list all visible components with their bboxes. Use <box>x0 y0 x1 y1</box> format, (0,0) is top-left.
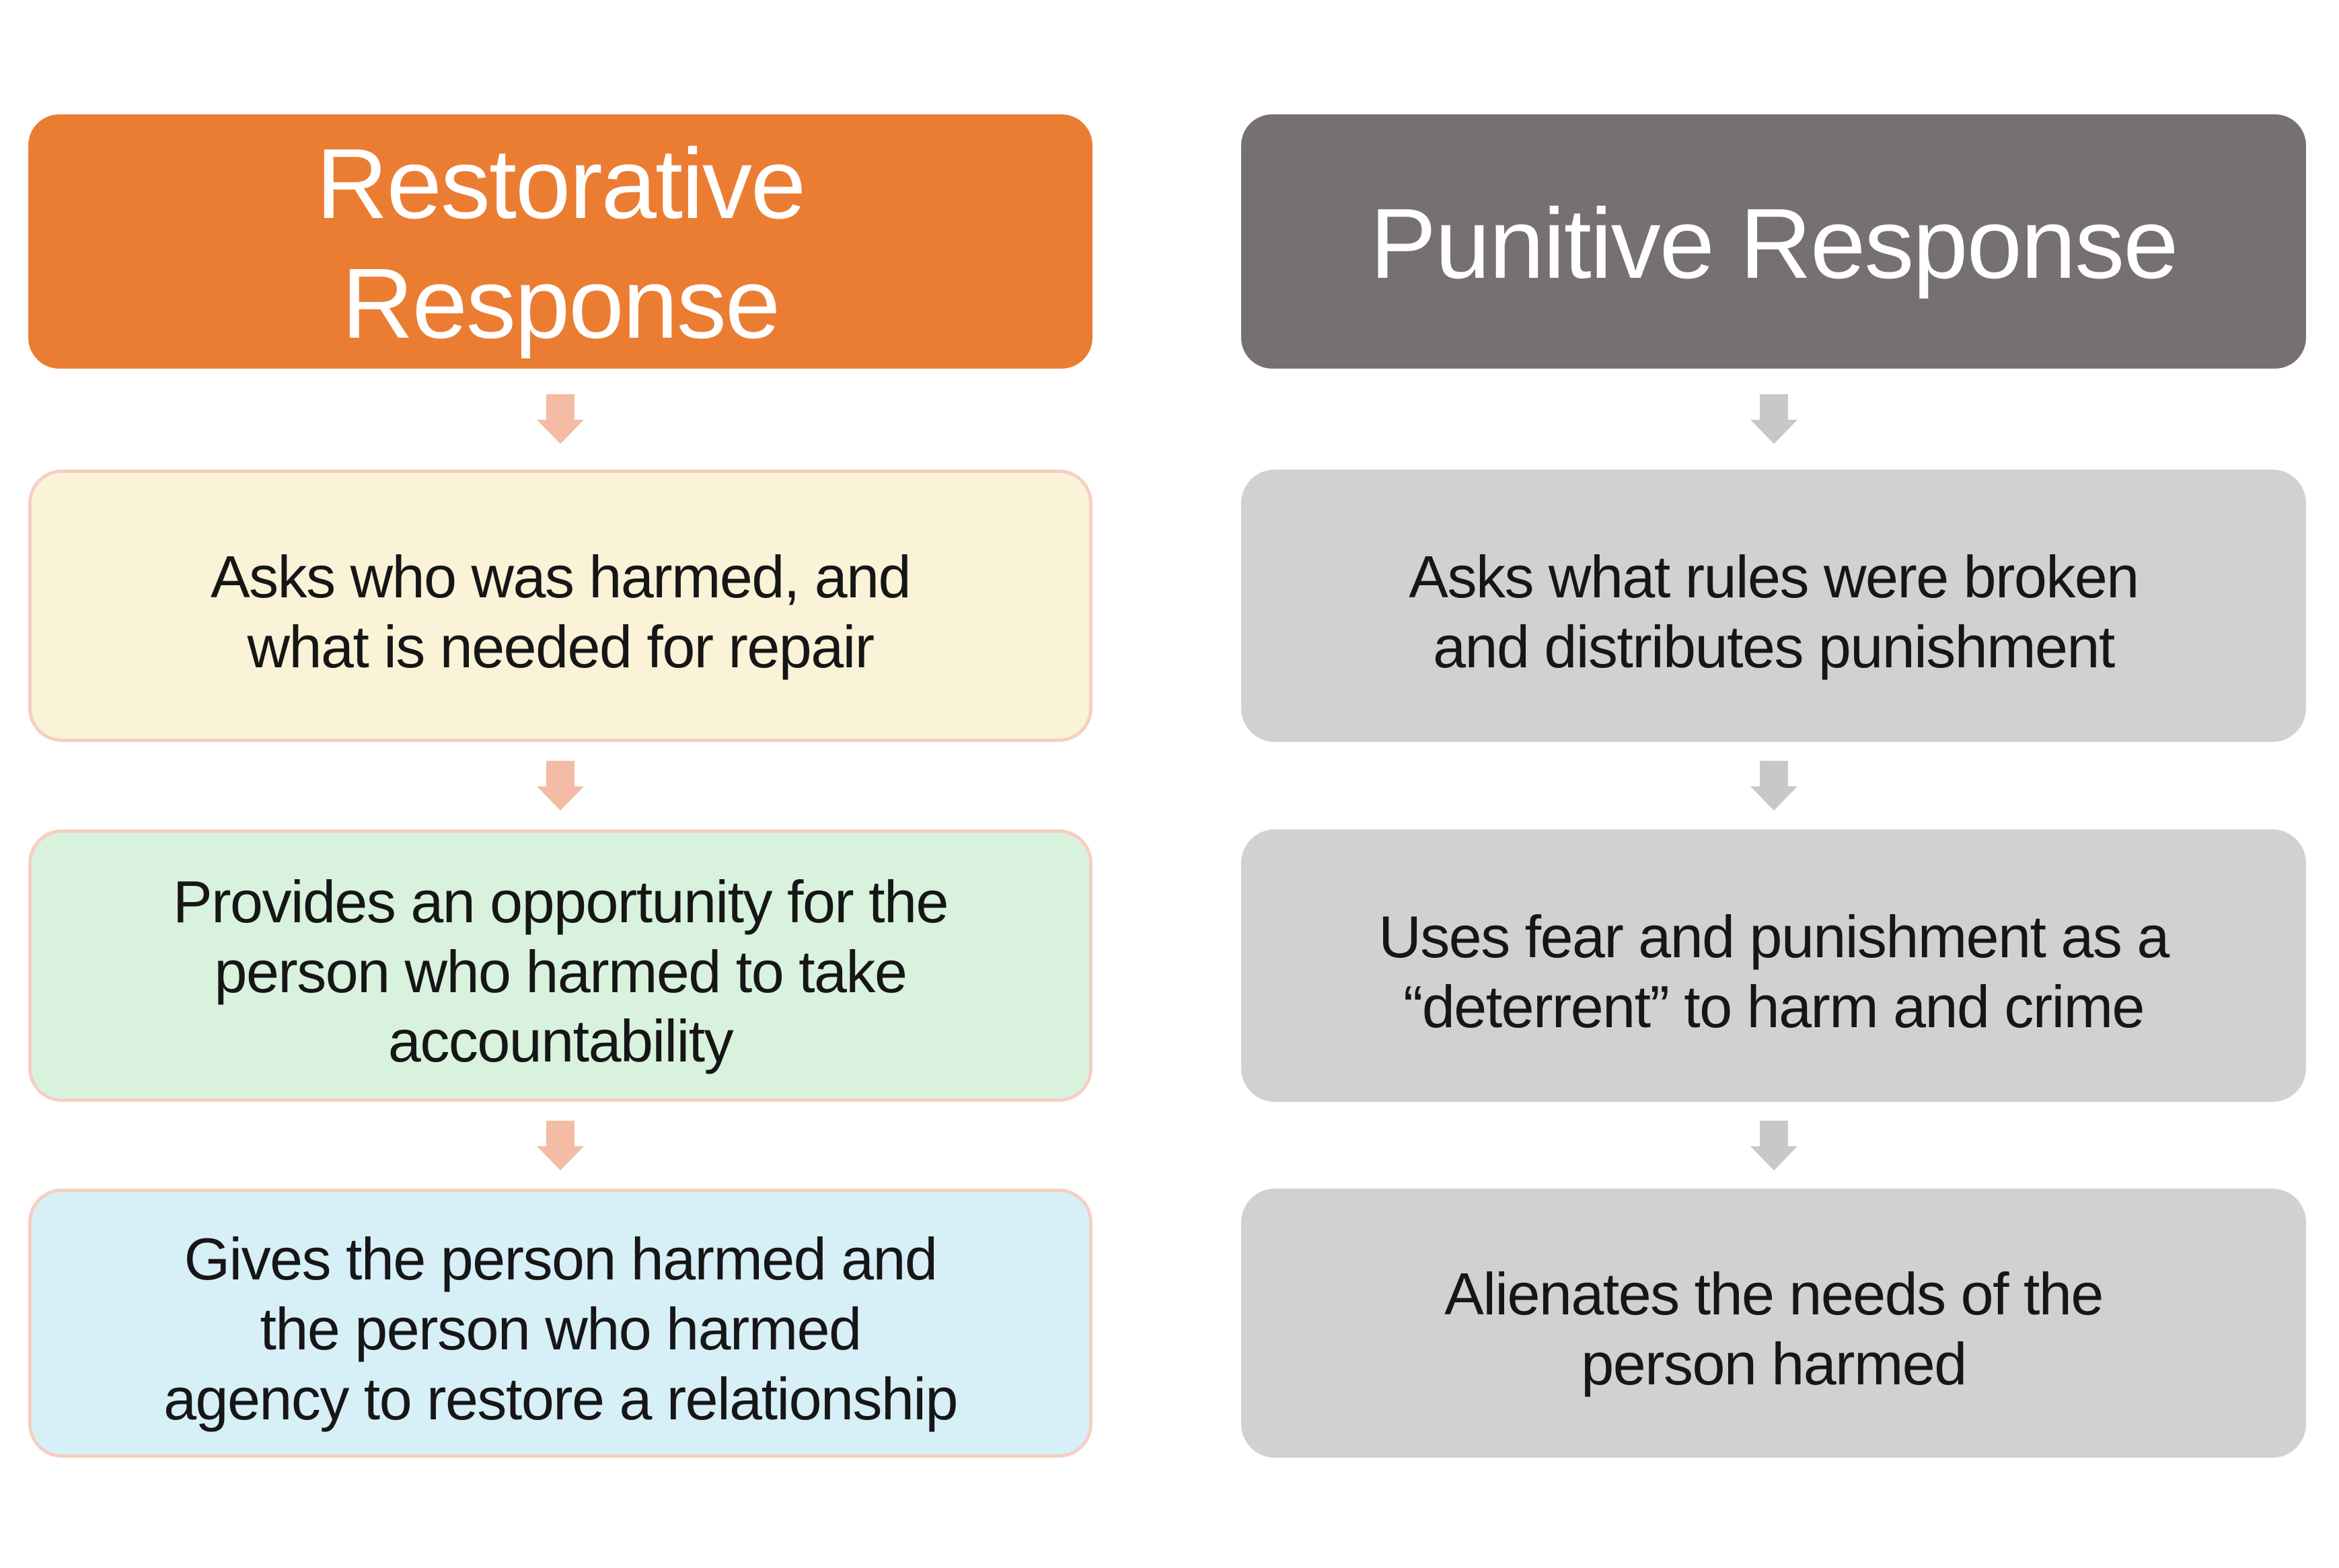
restorative-step-1-label: Asks who was harmed, and what is needed … <box>210 543 912 680</box>
down-arrow-icon <box>1750 1120 1797 1170</box>
punitive-header: Punitive Response <box>1241 114 2306 369</box>
down-arrow-icon <box>537 1120 584 1170</box>
restorative-header-label: Restorative Response <box>315 128 807 359</box>
restorative-arrow-zone-1 <box>28 369 1092 470</box>
punitive-step-1: Asks what rules were broken and distribu… <box>1241 470 2306 742</box>
restorative-header: Restorative Response <box>28 114 1092 369</box>
punitive-step-1-label: Asks what rules were broken and distribu… <box>1409 543 2139 680</box>
punitive-arrow-zone-2 <box>1241 742 2306 829</box>
punitive-step-2-label: Uses fear and punishment as a “deterrent… <box>1378 903 2169 1040</box>
restorative-step-3: Gives the person harmed and the person w… <box>28 1189 1092 1458</box>
restorative-step-1: Asks who was harmed, and what is needed … <box>28 470 1092 742</box>
punitive-arrow-zone-1 <box>1241 369 2306 470</box>
punitive-column: Punitive Response Asks what rules were b… <box>1241 114 2306 1458</box>
punitive-step-3-label: Alienates the needs of the person harmed <box>1444 1261 2104 1397</box>
down-arrow-icon <box>1750 761 1797 811</box>
down-arrow-icon <box>537 394 584 444</box>
restorative-step-2: Provides an opportunity for the person w… <box>28 829 1092 1102</box>
restorative-arrow-zone-2 <box>28 742 1092 829</box>
restorative-column: Restorative Response Asks who was harmed… <box>28 114 1092 1458</box>
punitive-arrow-zone-3 <box>1241 1102 2306 1189</box>
punitive-step-2: Uses fear and punishment as a “deterrent… <box>1241 829 2306 1102</box>
restorative-step-3-label: Gives the person harmed and the person w… <box>163 1226 958 1432</box>
restorative-step-2-label: Provides an opportunity for the person w… <box>173 868 949 1075</box>
down-arrow-icon <box>537 761 584 811</box>
down-arrow-icon <box>1750 394 1797 444</box>
restorative-arrow-zone-3 <box>28 1102 1092 1189</box>
punitive-header-label: Punitive Response <box>1370 188 2178 300</box>
punitive-step-3: Alienates the needs of the person harmed <box>1241 1189 2306 1458</box>
